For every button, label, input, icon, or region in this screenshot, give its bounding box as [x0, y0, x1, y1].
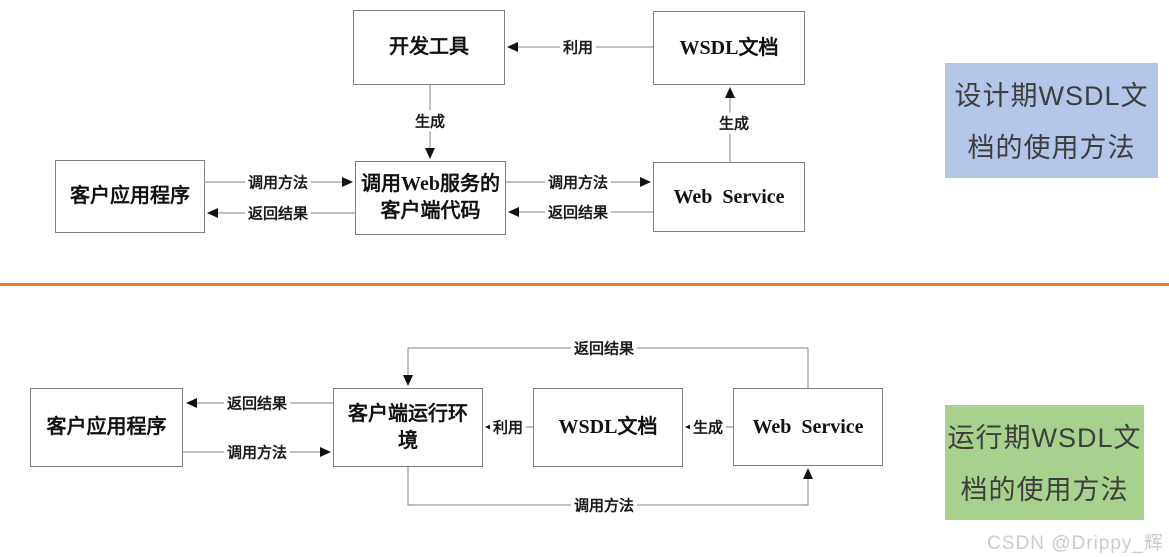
node-client-app-design: 客户应用程序	[55, 160, 205, 233]
node-web-service-runtime: Web Service	[733, 388, 883, 466]
node-web-service-runtime-label: Web Service	[752, 415, 864, 438]
node-dev-tools-label: 开发工具	[389, 36, 469, 58]
edge-label-invoke-left-design: 调用方法	[244, 171, 312, 193]
node-client-app-runtime: 客户应用程序	[30, 388, 183, 467]
node-client-code: 调用Web服务的 客户端代码	[355, 161, 506, 235]
section-divider	[0, 283, 1169, 286]
runtime-phase-caption: 运行期WSDL文 档的使用方法	[945, 405, 1144, 520]
node-client-runtime-env-label: 客户端运行环 境	[348, 402, 468, 452]
edge-label-invoke-right-design: 调用方法	[544, 171, 612, 193]
node-client-app-runtime-label: 客户应用程序	[46, 416, 167, 438]
node-web-service-design: Web Service	[653, 162, 805, 232]
edge-label-use-design: 利用	[559, 36, 597, 58]
node-wsdl-doc-design-label: WSDL文档	[679, 36, 779, 59]
edge-label-return-left-runtime: 返回结果	[223, 392, 291, 414]
edge-label-invoke-left-runtime: 调用方法	[223, 441, 291, 463]
edge-label-return-left-design: 返回结果	[244, 202, 312, 224]
node-web-service-design-label: Web Service	[673, 185, 785, 208]
edge-label-generate-wsdl-design: 生成	[715, 112, 753, 134]
node-client-runtime-env: 客户端运行环 境	[333, 388, 483, 467]
node-wsdl-doc-design: WSDL文档	[653, 11, 805, 85]
edge-label-return-top-runtime: 返回结果	[570, 337, 638, 359]
node-dev-tools: 开发工具	[353, 10, 505, 85]
edge-label-return-right-design: 返回结果	[544, 201, 612, 223]
edge-label-invoke-bottom-runtime: 调用方法	[570, 494, 638, 516]
edge-label-generate-devtools: 生成	[411, 110, 449, 132]
edge-label-use-runtime: 利用	[489, 416, 527, 438]
node-client-code-label: 调用Web服务的 客户端代码	[361, 173, 500, 222]
node-wsdl-doc-runtime: WSDL文档	[533, 388, 683, 467]
csdn-watermark: CSDN @Drippy_辉	[987, 533, 1164, 554]
design-phase-caption: 设计期WSDL文 档的使用方法	[945, 63, 1158, 178]
node-client-app-design-label: 客户应用程序	[70, 185, 190, 207]
node-wsdl-doc-runtime-label: WSDL文档	[558, 416, 658, 438]
edge-label-generate-runtime: 生成	[689, 416, 727, 438]
